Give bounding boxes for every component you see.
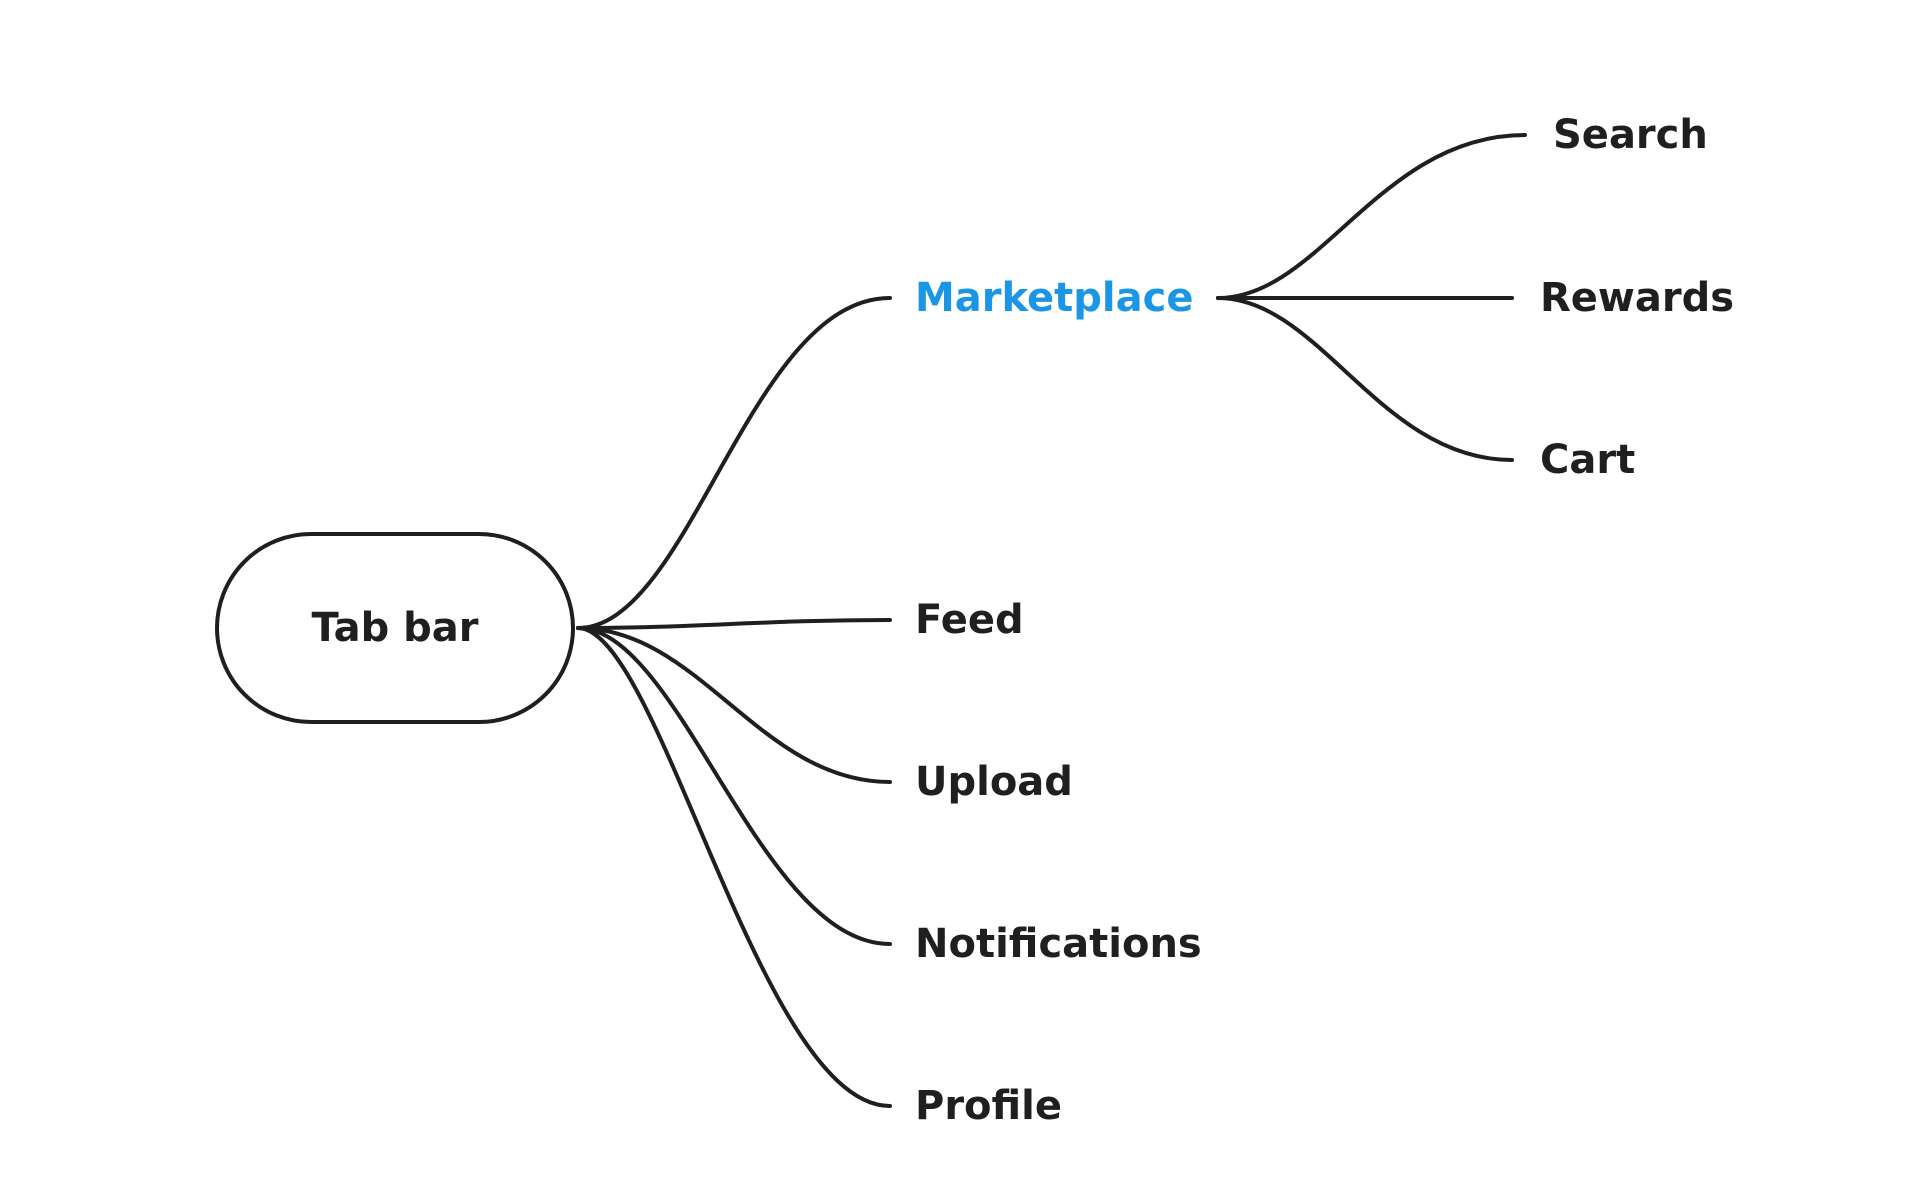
node-feed: Feed [915,597,1024,643]
node-notifications: Notifications [915,921,1202,967]
root-node-tab-bar: Tab bar [215,532,575,724]
node-cart: Cart [1540,437,1636,483]
connector-marketplace-search [1216,133,1527,300]
node-search: Search [1553,112,1708,158]
connector-tabbar-feed [576,618,892,630]
connector-tabbar-profile [576,626,892,1108]
node-rewards: Rewards [1540,275,1735,321]
node-marketplace: Marketplace [915,275,1194,321]
node-profile: Profile [915,1083,1063,1129]
connector-tabbar-marketplace [576,296,892,630]
connector-tabbar-notifications [576,626,892,946]
node-upload: Upload [915,759,1073,805]
root-node-label: Tab bar [311,605,479,651]
connector-tabbar-upload [576,626,892,784]
connector-marketplace-cart [1216,296,1514,462]
